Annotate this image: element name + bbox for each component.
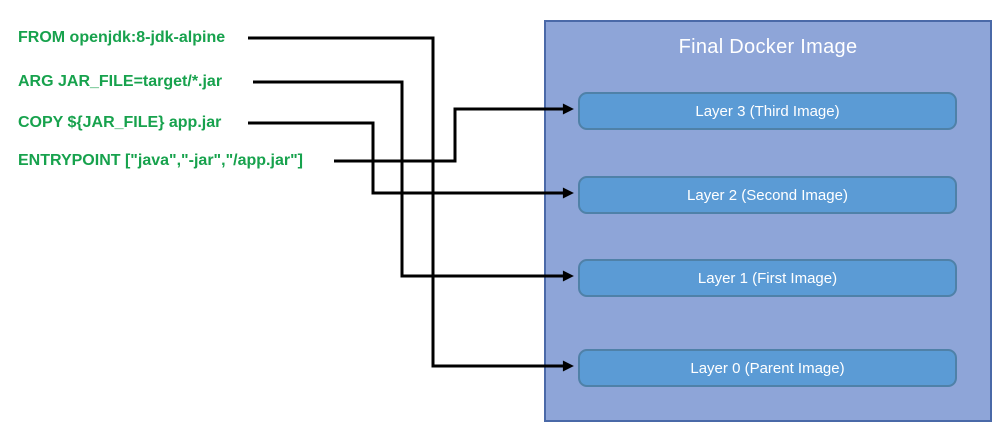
layer-3-box: Layer 3 (Third Image) xyxy=(578,92,957,130)
connector-from-to-layer0 xyxy=(248,36,574,372)
connector-entrypoint-to-layer3 xyxy=(334,103,574,163)
instruction-from: FROM openjdk:8-jdk-alpine xyxy=(18,29,226,46)
final-docker-image-container: Final Docker Image Layer 3 (Third Image)… xyxy=(544,20,992,422)
layer-3-label: Layer 3 (Third Image) xyxy=(695,102,840,120)
layer-1-box: Layer 1 (First Image) xyxy=(578,259,957,297)
container-title: Final Docker Image xyxy=(678,36,858,58)
layer-2-box: Layer 2 (Second Image) xyxy=(578,176,957,214)
instruction-arg: ARG JAR_FILE=target/*.jar xyxy=(18,73,223,90)
connector-arg-to-layer1 xyxy=(253,80,574,282)
layer-0-box: Layer 0 (Parent Image) xyxy=(578,349,957,387)
instruction-copy: COPY ${JAR_FILE} app.jar xyxy=(18,114,222,131)
instruction-entrypoint: ENTRYPOINT ["java","-jar","/app.jar"] xyxy=(18,152,303,169)
layer-1-label: Layer 1 (First Image) xyxy=(697,269,838,287)
layer-0-label: Layer 0 (Parent Image) xyxy=(690,359,845,377)
layer-2-label: Layer 2 (Second Image) xyxy=(687,186,848,204)
